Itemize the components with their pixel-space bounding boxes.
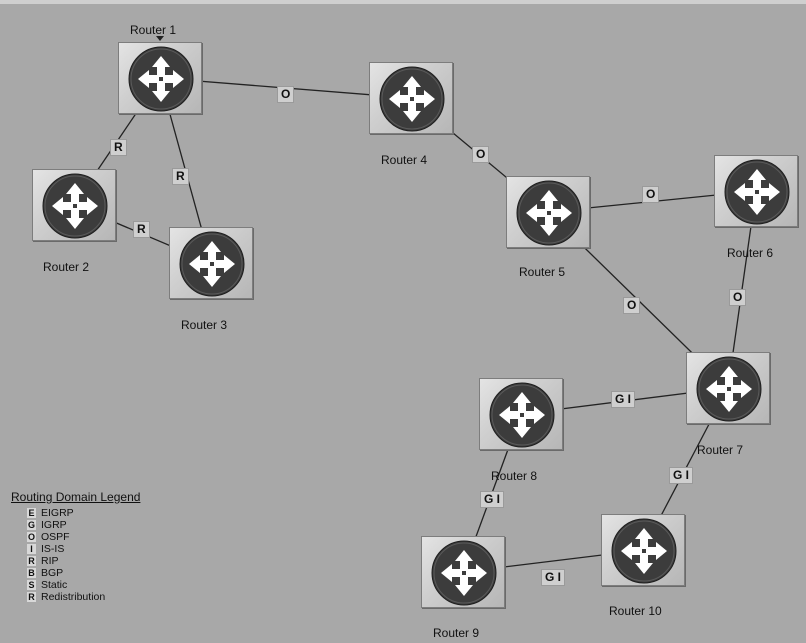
- router-icon: [431, 540, 497, 606]
- router-2[interactable]: [32, 169, 116, 241]
- legend-name: EIGRP: [41, 507, 74, 519]
- router-icon: [696, 356, 762, 422]
- router-icon: [379, 66, 445, 132]
- router-icon: [128, 46, 194, 112]
- legend-code: S: [27, 580, 36, 590]
- link-domain-label: O: [277, 86, 295, 103]
- legend-item: O OSPF: [27, 531, 140, 543]
- router-icon: [489, 382, 555, 448]
- legend-item: B BGP: [27, 567, 140, 579]
- legend-code: I: [27, 544, 36, 554]
- router-label: Router 3: [181, 318, 228, 332]
- router-label: Router 4: [381, 153, 428, 167]
- link-domain-label: G I: [611, 391, 636, 408]
- legend-code: R: [27, 556, 36, 566]
- router-3[interactable]: [169, 227, 253, 299]
- link-domain-label: G I: [541, 569, 566, 586]
- legend-name: Static: [41, 579, 68, 591]
- selection-caret-icon: [156, 36, 164, 41]
- legend-code: E: [27, 508, 36, 518]
- router-7[interactable]: [686, 352, 770, 424]
- legend-name: IGRP: [41, 519, 67, 531]
- legend-item: S Static: [27, 579, 140, 591]
- legend-name: IS-IS: [41, 543, 65, 555]
- link-domain-label: O: [623, 297, 641, 314]
- legend-name: BGP: [41, 567, 64, 579]
- router-icon: [516, 180, 582, 246]
- legend-code: R: [27, 592, 36, 602]
- legend-name: OSPF: [41, 531, 70, 543]
- router-5[interactable]: [506, 176, 590, 248]
- legend-name: RIP: [41, 555, 59, 567]
- router-4[interactable]: [369, 62, 453, 134]
- router-label: Router 6: [727, 246, 774, 260]
- legend-code: G: [27, 520, 36, 530]
- router-label: Router 10: [609, 604, 662, 618]
- link-domain-label: R: [110, 139, 127, 156]
- router-icon: [42, 173, 108, 239]
- router-8[interactable]: [479, 378, 563, 450]
- router-9[interactable]: [421, 536, 505, 608]
- legend-item: E EIGRP: [27, 507, 140, 519]
- link-domain-label: R: [133, 221, 150, 238]
- legend-item: R Redistribution: [27, 591, 140, 603]
- legend-item: G IGRP: [27, 519, 140, 531]
- router-label: Router 8: [491, 469, 538, 483]
- top-border: [0, 0, 806, 4]
- link-domain-label: G I: [669, 467, 694, 484]
- router-icon: [179, 231, 245, 297]
- legend-name: Redistribution: [41, 591, 106, 603]
- link-domain-label: O: [642, 186, 660, 203]
- link-domain-label: O: [729, 289, 747, 306]
- router-label: Router 5: [519, 265, 566, 279]
- link-domain-label: O: [472, 146, 490, 163]
- link-domain-label: R: [172, 168, 189, 185]
- router-icon: [724, 159, 790, 225]
- router-label: Router 2: [43, 260, 90, 274]
- router-label: Router 9: [433, 626, 480, 640]
- legend-title: Routing Domain Legend: [11, 490, 141, 504]
- router-6[interactable]: [714, 155, 798, 227]
- legend-item: I IS-IS: [27, 543, 140, 555]
- router-10[interactable]: [601, 514, 685, 586]
- link-domain-label: G I: [480, 491, 505, 508]
- router-icon: [611, 518, 677, 584]
- router-label: Router 7: [697, 443, 744, 457]
- router-1[interactable]: [118, 42, 202, 114]
- legend-code: O: [27, 532, 36, 542]
- legend-code: B: [27, 568, 36, 578]
- router-label: Router 1: [130, 23, 177, 37]
- legend-item: R RIP: [27, 555, 140, 567]
